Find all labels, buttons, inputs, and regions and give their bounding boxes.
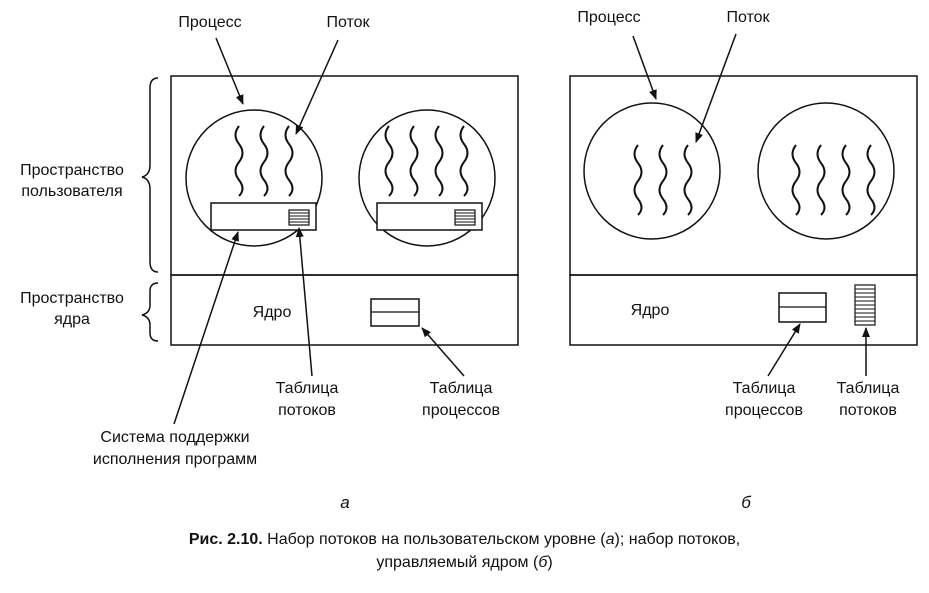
thread-table-label-line2: потоков <box>278 402 336 419</box>
kernel-label: Ядро <box>253 304 292 321</box>
thread-icon <box>866 144 876 216</box>
runtime-arrow <box>173 231 239 425</box>
process-table-label-line1: Таблица <box>430 380 493 397</box>
process-circle-1 <box>185 109 323 247</box>
panel-a-sublabel: a <box>340 493 349 512</box>
runtime-label-line2: исполнения программ <box>93 451 257 468</box>
caption-ref-b: б <box>538 554 548 571</box>
panel-a: Пространство пользователя Пространство я… <box>20 14 519 512</box>
thread-table-arrow <box>295 227 313 377</box>
thread-icon <box>234 125 244 197</box>
thread-table-icon-2 <box>454 209 476 226</box>
process-label: Процесс <box>178 14 241 31</box>
thread-icon <box>633 144 643 216</box>
caption-text-3: управляемый ядром ( <box>376 554 539 571</box>
caption-line-2: управляемый ядром (б) <box>0 551 929 574</box>
panel-b: Ядро Процесс Поток Таблица процессов Таб… <box>569 9 918 512</box>
process-table-label-line2: процессов <box>422 402 500 419</box>
runtime-label-line1: Система поддержки <box>100 429 249 446</box>
kernel-space-box <box>170 274 519 346</box>
figure-caption: Рис. 2.10. Набор потоков на пользователь… <box>0 528 929 574</box>
thread-icon <box>409 125 419 197</box>
panel-b-sublabel: б <box>741 493 752 512</box>
process-table-icon <box>370 298 420 327</box>
process-table-arrow <box>421 327 465 377</box>
process-table-arrow-b <box>767 323 801 377</box>
caption-text-1: Набор потоков на пользовательском уровне… <box>262 531 606 548</box>
kernel-space-label-line1: Пространство <box>20 290 124 307</box>
thread-arrow <box>295 39 339 135</box>
thread-table-label-line1: Таблица <box>276 380 339 397</box>
thread-arrow-b <box>695 33 737 143</box>
kernel-space-brace <box>141 282 159 342</box>
user-space-brace <box>141 77 159 273</box>
thread-icon <box>384 125 394 197</box>
caption-text-4: ) <box>547 554 553 571</box>
caption-line-1: Рис. 2.10. Набор потоков на пользователь… <box>0 528 929 551</box>
thread-icon <box>658 144 668 216</box>
thread-label: Поток <box>326 14 370 31</box>
kernel-space-box-b <box>569 274 918 346</box>
process-table-label-b-line2: процессов <box>725 402 803 419</box>
process-table-icon-b <box>778 292 827 323</box>
process-arrow-b <box>632 35 657 100</box>
user-space-label-line2: пользователя <box>21 183 122 200</box>
thread-icon <box>259 125 269 197</box>
thread-table-icon <box>288 209 310 226</box>
kernel-label-b: Ядро <box>631 302 670 319</box>
process-table-label-b-line1: Таблица <box>733 380 796 397</box>
kernel-space-label-line2: ядра <box>54 311 90 328</box>
process-circle-b2 <box>757 102 895 240</box>
thread-icon <box>459 125 469 197</box>
caption-ref-a: a <box>605 531 615 548</box>
process-circle-2 <box>358 109 496 247</box>
process-label-b: Процесс <box>577 9 640 26</box>
thread-table-label-b-line2: потоков <box>839 402 897 419</box>
thread-icon <box>791 144 801 216</box>
thread-icon <box>284 125 294 197</box>
user-space-box <box>170 75 519 276</box>
process-arrow <box>215 37 244 105</box>
thread-icon <box>841 144 851 216</box>
thread-table-icon-b <box>854 284 876 326</box>
thread-table-label-b-line1: Таблица <box>837 380 900 397</box>
caption-text-2: ); набор потоков, <box>614 531 741 548</box>
user-space-label-line1: Пространство <box>20 162 124 179</box>
user-space-box-b <box>569 75 918 276</box>
thread-icon <box>816 144 826 216</box>
thread-label-b: Поток <box>726 9 770 26</box>
caption-figure-number: Рис. 2.10. <box>188 531 263 548</box>
thread-icon <box>683 144 693 216</box>
process-circle-b1 <box>583 102 721 240</box>
thread-icon <box>434 125 444 197</box>
